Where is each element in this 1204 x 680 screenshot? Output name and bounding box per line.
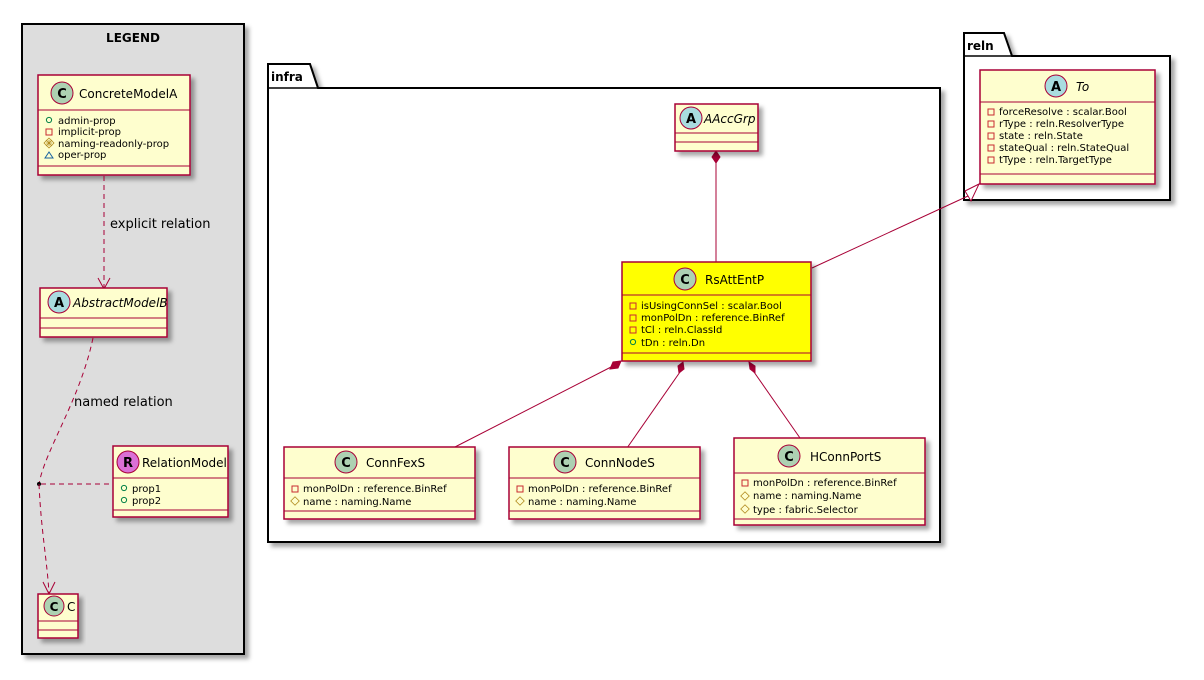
protected-icon: [740, 504, 750, 514]
public-icon: [120, 484, 128, 492]
field-row: implicit-prop: [58, 127, 121, 138]
private-icon: [629, 302, 637, 310]
public-icon: [120, 496, 128, 504]
class-name: To: [1076, 80, 1089, 94]
field-row: monPolDn : reference.BinRef: [528, 484, 672, 495]
relation-r-icon: [116, 450, 140, 474]
class-name: ConcreteModelA: [79, 87, 178, 101]
field-row: naming-readonly-prop: [58, 139, 169, 150]
class-name: ConnNodeS: [585, 456, 655, 470]
class-c-icon: [50, 81, 74, 105]
protected-icon: [43, 137, 55, 149]
class-c-letter: C: [50, 600, 59, 614]
class-c-icon: [673, 267, 697, 291]
legend-relation-model[interactable]: R RelationModel prop1 prop2: [112, 445, 229, 518]
class-name: RsAttEntP: [705, 273, 764, 287]
explicit-relation-label: explicit relation: [110, 217, 210, 232]
abstract-a-icon: [47, 290, 71, 314]
class-connnodes[interactable]: C ConnNodeS monPolDn : reference.BinRef …: [508, 446, 701, 520]
class-name: C: [67, 600, 75, 614]
private-icon: [629, 326, 637, 334]
private-icon: [987, 108, 995, 116]
field-row: name : naming.Name: [753, 491, 861, 502]
class-name: RelationModel: [142, 456, 227, 470]
named-relation-edge: named relation: [37, 337, 173, 596]
class-c-icon: [777, 444, 801, 468]
field-row: prop1: [132, 484, 161, 495]
field-row: type : fabric.Selector: [753, 505, 859, 516]
field-row: state : reln.State: [999, 131, 1083, 142]
private-icon: [45, 128, 53, 136]
class-name: AbstractModelB: [72, 296, 168, 310]
field-row: tCl : reln.ClassId: [641, 325, 722, 336]
abstract-a-icon: [1044, 74, 1068, 98]
private-icon: [987, 144, 995, 152]
inheritance-edge: [811, 182, 981, 269]
field-row: monPolDn : reference.BinRef: [303, 484, 447, 495]
class-c-icon: [553, 450, 577, 474]
class-hconnports[interactable]: C HConnPortS monPolDn : reference.BinRef…: [733, 437, 926, 526]
class-c-letter: C: [341, 456, 351, 471]
composition-edges: [452, 150, 801, 449]
class-connfexs[interactable]: C ConnFexS monPolDn : reference.BinRef n…: [283, 446, 476, 520]
package-private-icon: [44, 151, 54, 159]
class-name: HConnPortS: [810, 450, 881, 464]
protected-icon: [740, 491, 750, 501]
package-name: reln: [967, 39, 994, 53]
abstract-a-letter: A: [1051, 80, 1061, 95]
named-relation-label: named relation: [74, 395, 173, 410]
abstract-a-icon: [679, 106, 703, 130]
private-icon: [987, 156, 995, 164]
class-name: AAccGrp: [703, 112, 756, 126]
class-c-letter: C: [784, 450, 794, 465]
class-c-icon: [334, 450, 358, 474]
private-icon: [987, 132, 995, 140]
class-c-letter: C: [680, 273, 690, 288]
field-row: stateQual : reln.StateQual: [999, 143, 1129, 154]
class-c-letter: C: [560, 456, 570, 471]
abstract-a-letter: A: [54, 296, 64, 311]
public-icon: [45, 116, 53, 124]
legend-c-class[interactable]: C C: [37, 593, 79, 639]
package-infra: infra: [267, 63, 941, 543]
class-aaccgrp[interactable]: A AAccGrp: [674, 103, 759, 152]
class-to[interactable]: A To forceResolve : scalar.Bool rType : …: [979, 69, 1156, 185]
field-row: oper-prop: [58, 150, 106, 161]
class-c-letter: C: [57, 87, 67, 102]
class-rsattentp[interactable]: C RsAttEntP isUsingConnSel : scalar.Bool…: [621, 261, 812, 362]
field-row: prop2: [132, 496, 161, 507]
package-name: infra: [271, 70, 303, 84]
field-row: monPolDn : reference.BinRef: [641, 313, 785, 324]
legend-concrete-model-a[interactable]: C ConcreteModelA admin-prop implicit-pro…: [37, 74, 191, 176]
private-icon: [291, 485, 299, 493]
abstract-a-letter: A: [686, 112, 696, 127]
field-row: monPolDn : reference.BinRef: [753, 478, 897, 489]
public-icon: [629, 338, 637, 346]
private-icon: [987, 120, 995, 128]
field-row: forceResolve : scalar.Bool: [999, 107, 1127, 118]
protected-icon: [290, 496, 300, 506]
field-row: tType : reln.TargetType: [999, 155, 1112, 166]
private-icon: [516, 485, 524, 493]
field-row: isUsingConnSel : scalar.Bool: [641, 301, 782, 312]
field-row: admin-prop: [58, 116, 116, 127]
protected-icon: [515, 496, 525, 506]
field-row: name : naming.Name: [528, 497, 636, 508]
legend-title: LEGEND: [106, 31, 160, 45]
legend-abstract-model-b[interactable]: A AbstractModelB: [39, 287, 168, 338]
field-row: rType : reln.ResolverType: [999, 119, 1124, 130]
class-name: ConnFexS: [366, 456, 425, 470]
relation-r-letter: R: [123, 456, 133, 471]
field-row: name : naming.Name: [303, 497, 411, 508]
field-row: tDn : reln.Dn: [641, 338, 705, 349]
class-c-icon: [43, 595, 65, 617]
private-icon: [741, 479, 749, 487]
private-icon: [629, 314, 637, 322]
